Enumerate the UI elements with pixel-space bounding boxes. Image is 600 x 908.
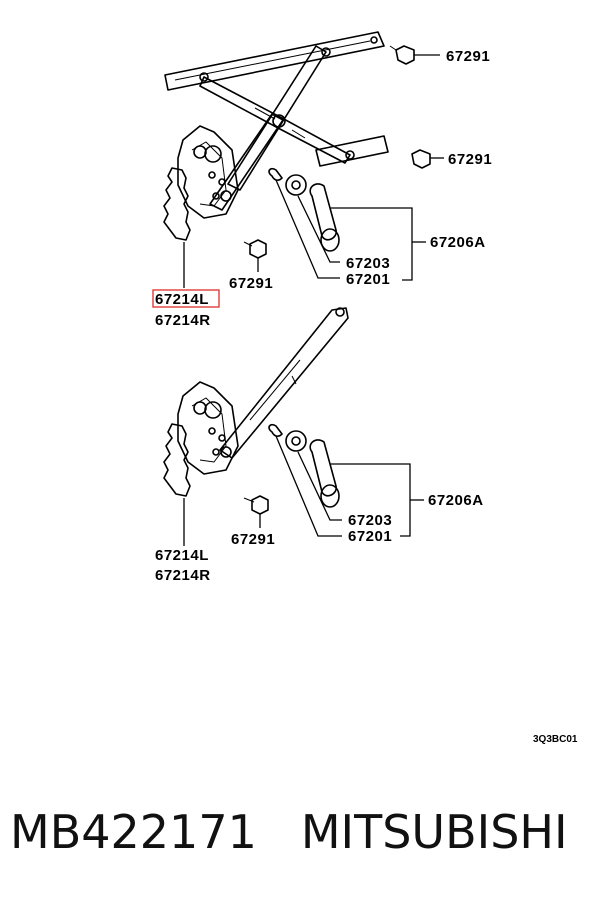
part-number: MB422171	[10, 805, 257, 859]
footer-caption: MB422171 MITSUBISHI	[10, 805, 590, 875]
lower-regulator-drawing	[163, 307, 424, 546]
label-lower-clip: 67201	[348, 528, 392, 545]
label-clip: 67201	[346, 271, 390, 288]
label-bolt-mid: 67291	[448, 151, 492, 168]
label-bolt-top: 67291	[446, 48, 490, 65]
brand-name: MITSUBISHI	[300, 805, 568, 859]
label-escutcheon: 67203	[346, 255, 390, 272]
bolt-mid-drawing	[411, 149, 431, 169]
label-lower-handle-assy: 67206A	[428, 492, 484, 509]
highlight-box	[152, 289, 220, 308]
upper-regulator-drawing	[163, 31, 444, 288]
label-regulator-right: 67214R	[155, 312, 211, 329]
label-handle-assy: 67206A	[430, 234, 486, 251]
label-bolt-low: 67291	[229, 275, 273, 292]
label-lower-regulator-left: 67214L	[155, 547, 209, 564]
bolt-top-drawing	[389, 45, 415, 65]
label-regulator-left: 67214L	[155, 291, 209, 308]
label-lower-bolt: 67291	[231, 531, 275, 548]
diagram-code: 3Q3BC01	[533, 734, 578, 745]
label-lower-regulator-right: 67214R	[155, 567, 211, 584]
label-lower-escutcheon: 67203	[348, 512, 392, 529]
bolt-low-drawing	[243, 239, 267, 259]
